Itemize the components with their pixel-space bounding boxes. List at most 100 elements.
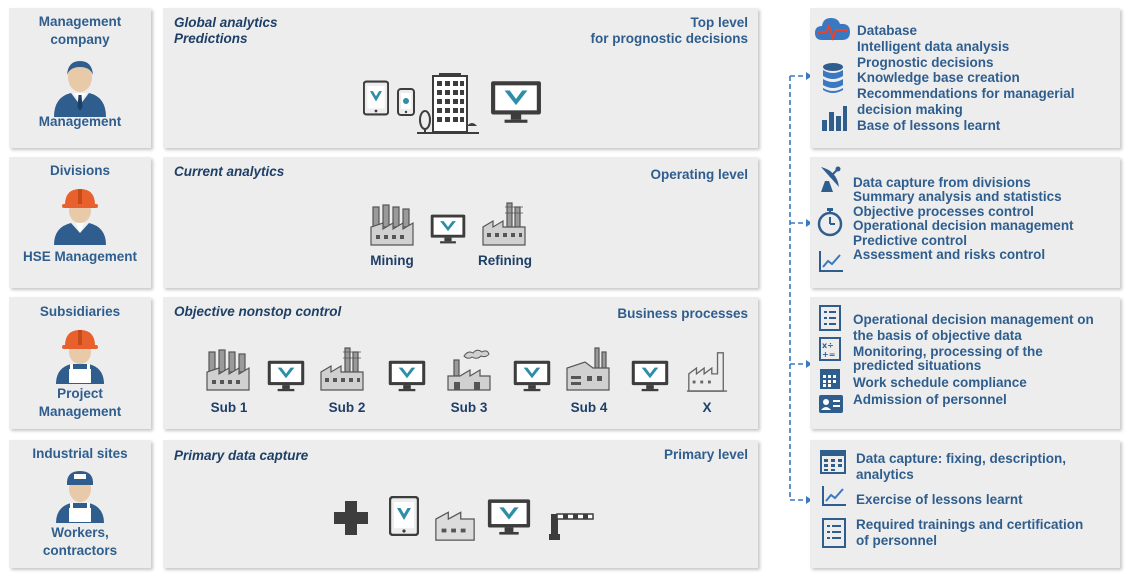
- level-caption: Primary level: [663, 447, 748, 462]
- engineer-icon: [54, 189, 106, 245]
- panel-item: Data capture from divisions: [853, 175, 1031, 190]
- panel-item: Required trainings and certification: [856, 517, 1084, 533]
- level-caption: Top level for prognostic decisions: [590, 15, 748, 46]
- barrier-gate-icon: [549, 513, 594, 540]
- level-box-primary: Primary data capture Primary level: [163, 440, 758, 568]
- panel-list: Operational decision management on the b…: [853, 312, 1094, 408]
- monitor-icon: [430, 213, 466, 245]
- worker-icon: [56, 330, 104, 384]
- svg-text:x÷: x÷: [822, 341, 834, 350]
- monitor-icon: [267, 359, 305, 393]
- panel-item: the basis of objective data: [853, 327, 1022, 343]
- role-person: Project Management: [38, 386, 122, 419]
- sub-label: Sub 1: [210, 400, 248, 415]
- role-person: HSE Management: [22, 249, 138, 264]
- panel-item: Prognostic decisions: [857, 54, 994, 70]
- panel-item: Predictive control: [853, 232, 968, 248]
- factory-icon: [205, 346, 251, 392]
- checklist-icon: [819, 305, 841, 331]
- sub-label: Sub 2: [328, 400, 366, 415]
- panel-item: Data capture: fixing, description,: [856, 451, 1067, 466]
- monitor-icon: [513, 359, 551, 393]
- smartphone-icon: [397, 88, 415, 116]
- role-person: Workers, contractors: [42, 525, 118, 558]
- panel-item: Exercise of lessons learnt: [856, 491, 1023, 507]
- factory-outline-icon: [685, 349, 729, 393]
- trend-chart-icon: [822, 486, 846, 506]
- level-box-business: Objective nonstop control Business proce…: [163, 297, 758, 429]
- calendar-grid-icon: [820, 450, 846, 474]
- tablet-icon: [389, 496, 419, 536]
- panel-operating: Data capture from divisions Summary anal…: [810, 157, 1120, 288]
- sub-label: Sub 4: [570, 400, 608, 415]
- id-card-icon: [819, 395, 843, 413]
- role-org: Industrial sites: [32, 446, 128, 461]
- panel-list: Database Intelligent data analysis Progn…: [857, 23, 1075, 134]
- document-list-icon: [822, 518, 846, 548]
- tablet-icon: [363, 80, 389, 116]
- svg-text:+=: +=: [822, 350, 835, 359]
- trend-chart-icon: [819, 251, 843, 272]
- cloud-pulse-icon: [815, 18, 850, 41]
- panel-item: Knowledge base creation: [857, 70, 1020, 86]
- medical-cross-icon: [334, 501, 368, 535]
- panel-primary: Data capture: fixing, description, analy…: [810, 440, 1120, 568]
- panel-item: Operational decision management on: [853, 312, 1094, 327]
- sub-label: X: [702, 400, 712, 415]
- calculator-icon: x÷ +=: [819, 337, 841, 361]
- level-caption: Operating level: [650, 167, 748, 182]
- factory-icon: [446, 346, 492, 392]
- panel-item: Recommendations for managerial: [857, 86, 1075, 102]
- database-icon: [823, 63, 843, 93]
- role-box-industrial: Industrial sites Workers, contractors: [9, 440, 151, 568]
- factory-icon: [565, 346, 611, 392]
- factory-icon: [433, 498, 477, 542]
- office-building-icon: [417, 73, 479, 134]
- level-box-operating: Current analytics Operating level Mining…: [163, 157, 758, 288]
- calendar-icon: [820, 369, 840, 389]
- level-title: Objective nonstop control: [174, 304, 342, 319]
- satellite-dish-icon: [821, 166, 841, 192]
- dashed-connector: [789, 72, 812, 504]
- panel-item: Database: [857, 23, 918, 38]
- panel-business: x÷ += Operational decision management on…: [810, 297, 1120, 429]
- refining-factory-icon: [481, 201, 527, 247]
- refining-label: Refining: [478, 253, 532, 268]
- panel-list: Data capture from divisions Summary anal…: [853, 175, 1074, 263]
- panel-item: of personnel: [856, 533, 938, 549]
- factory-icon: [319, 346, 365, 392]
- panel-item: Assessment and risks control: [853, 247, 1046, 263]
- mining-label: Mining: [370, 253, 414, 268]
- role-org: Divisions: [49, 163, 111, 178]
- monitor-icon: [388, 359, 426, 393]
- panel-item: analytics: [856, 466, 914, 482]
- role-org: Subsidiaries: [39, 304, 121, 319]
- panel-item: Intelligent data analysis: [857, 38, 1010, 54]
- panel-list: Data capture: fixing, description, analy…: [856, 451, 1083, 549]
- monitor-icon: [490, 80, 542, 124]
- stopwatch-icon: [817, 208, 843, 237]
- mining-factory-icon: [369, 201, 415, 247]
- level-title: Current analytics: [174, 164, 285, 179]
- manager-icon: [54, 61, 106, 117]
- bar-chart-icon: [822, 106, 847, 131]
- panel-item: Objective processes control: [853, 203, 1034, 219]
- panel-item: Summary analysis and statistics: [853, 189, 1062, 205]
- monitor-icon: [487, 498, 531, 536]
- level-caption: Business processes: [617, 306, 748, 321]
- role-box-subsidiaries: Subsidiaries Project Management: [9, 297, 151, 429]
- panel-item: Operational decision management: [853, 218, 1074, 234]
- panel-item: Work schedule compliance: [853, 375, 1027, 391]
- panel-item: decision making: [857, 101, 963, 117]
- level-title: Primary data capture: [174, 448, 309, 463]
- panel-item: Monitoring, processing of the: [853, 343, 1043, 359]
- role-org: Management company: [38, 14, 122, 47]
- panel-item: Base of lessons learnt: [857, 117, 1001, 133]
- panel-item: predicted situations: [853, 358, 982, 374]
- sub-label: Sub 3: [450, 400, 488, 415]
- role-box-divisions: Divisions HSE Management: [9, 157, 151, 288]
- level-box-top: Global analytics Predictions Top level f…: [163, 8, 758, 148]
- role-box-management: Management company Management: [9, 8, 151, 148]
- panel-top: Database Intelligent data analysis Progn…: [810, 8, 1120, 148]
- worker-cap-icon: [56, 471, 104, 523]
